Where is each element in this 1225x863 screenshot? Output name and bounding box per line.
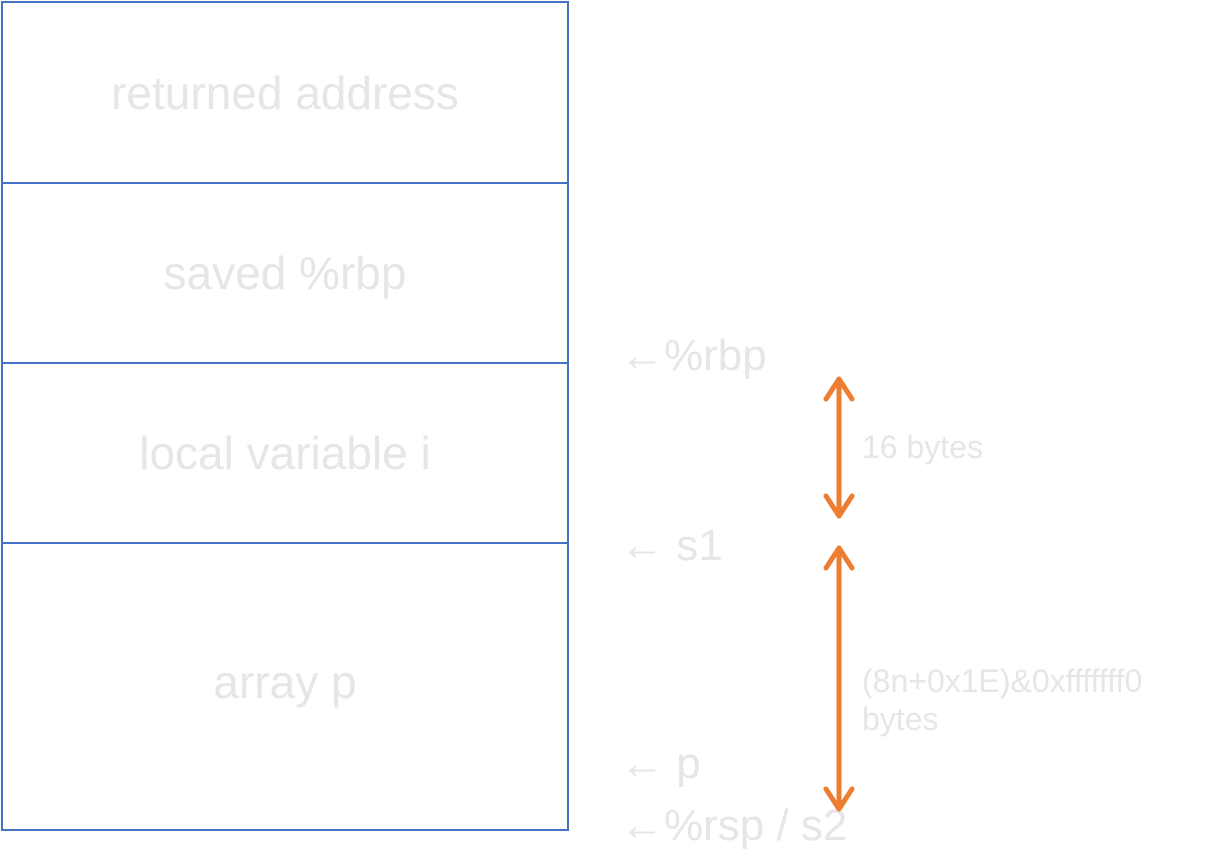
cell-divider [3, 182, 567, 184]
double-arrow-lower [823, 545, 855, 812]
cell-divider [3, 362, 567, 364]
cell-label: array p [213, 655, 357, 708]
pointer-s1: ← s1 [620, 521, 723, 570]
double-arrow-upper [823, 376, 855, 519]
pointer-rsp-s2: ←%rsp / s2 [620, 801, 848, 850]
size-label-16-bytes: 16 bytes [862, 429, 983, 465]
cell-label: saved %rbp [163, 247, 407, 299]
stack-cell-local-variable-i: local variable i [3, 364, 567, 542]
cell-label: local variable i [139, 427, 431, 479]
cell-label: returned address [111, 66, 459, 119]
size-unit: bytes [862, 701, 939, 737]
pointer-rbp: ←%rbp [620, 331, 767, 380]
stack-cell-array-p: array p [3, 544, 567, 829]
size-label-array-bytes: (8n+0x1E)&0xfffffff0 bytes [862, 662, 1142, 738]
size-formula: (8n+0x1E)&0xfffffff0 [862, 663, 1143, 699]
stack-cell-returned-address: returned address [3, 3, 567, 182]
stack-frame: returned address saved %rbp local variab… [1, 1, 569, 831]
cell-divider [3, 542, 567, 544]
stack-cell-saved-rbp: saved %rbp [3, 184, 567, 362]
pointer-p: ← p [620, 739, 701, 788]
